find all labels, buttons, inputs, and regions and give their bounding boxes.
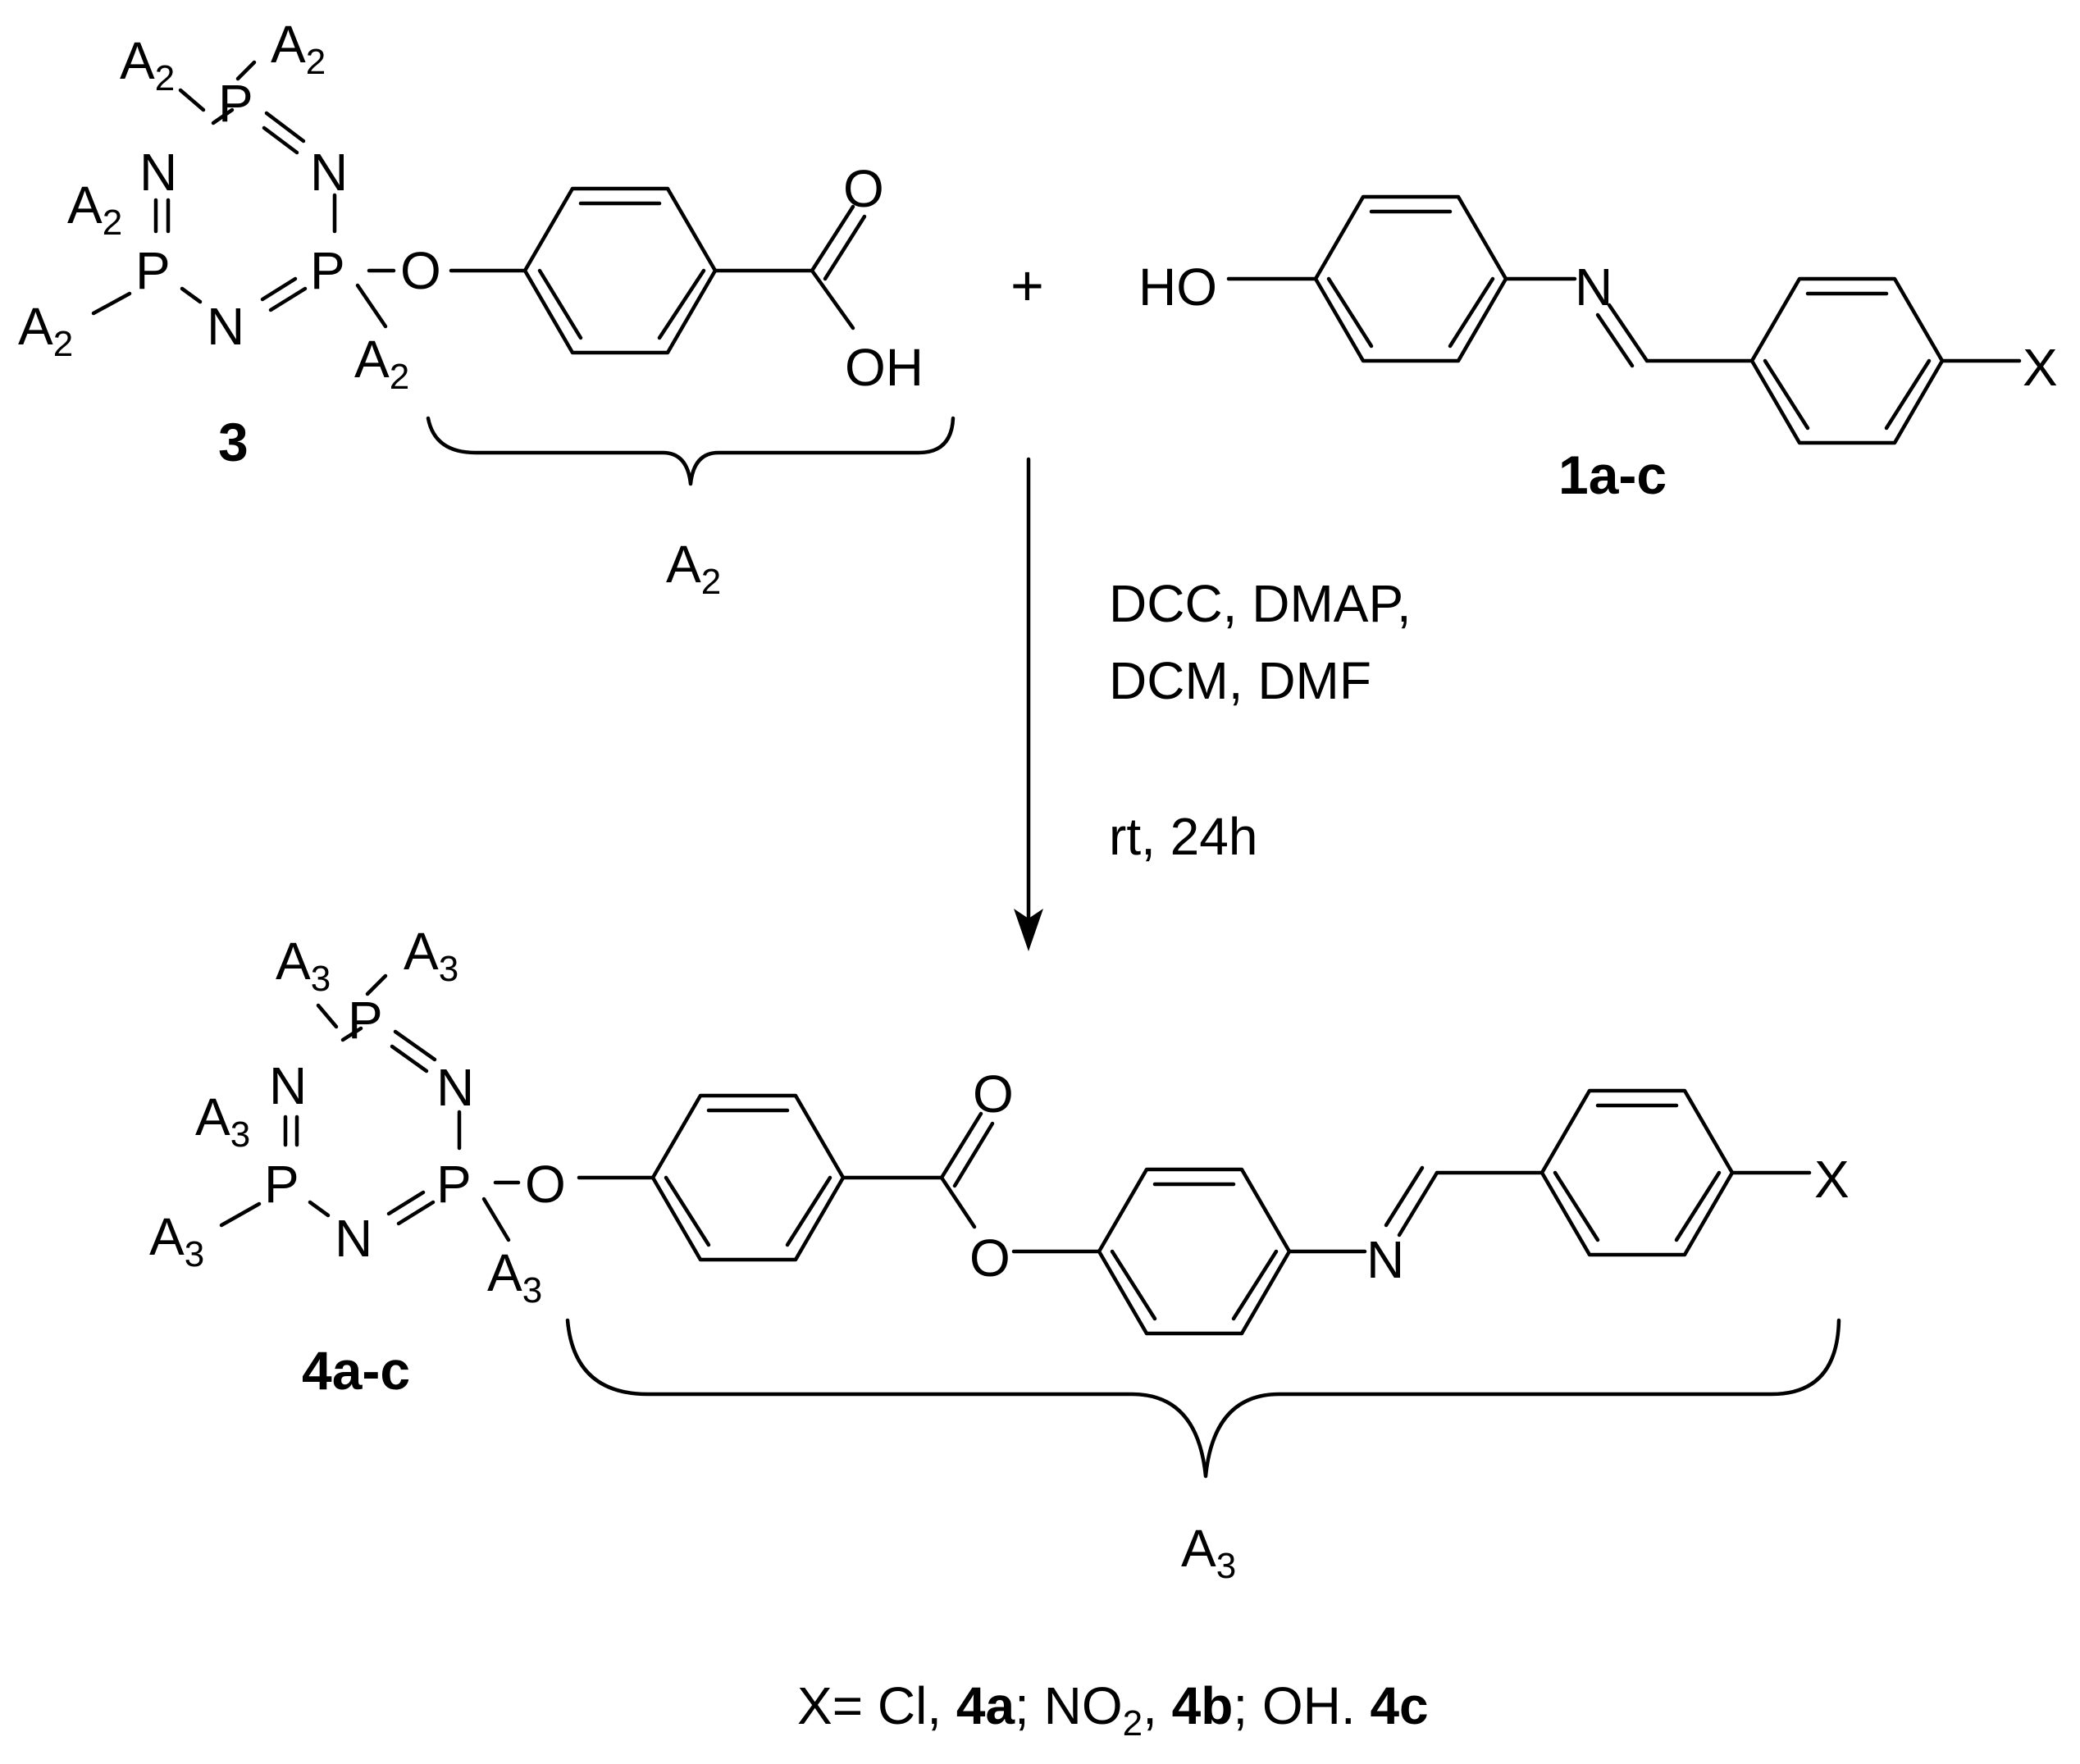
atom-o: O (400, 241, 441, 300)
conditions-time-temp: rt, 24h (1109, 807, 1257, 866)
compound-3-benzoic-acid: O OH (449, 159, 924, 397)
atom-x: X (1814, 1150, 1850, 1209)
atom-o: O (973, 1064, 1014, 1124)
conditions-reagents: DCC, DMAP, (1109, 574, 1412, 633)
conditions-solvents: DCM, DMF (1109, 651, 1371, 710)
svg-text:A3: A3 (1181, 1519, 1236, 1586)
compound-3-phosphazene-ring (91, 60, 396, 329)
compound-4-a3-substituents: A3 A3 A3 A3 A3 (149, 922, 542, 1310)
svg-text:A2: A2 (67, 175, 122, 243)
atom-n: N (436, 1058, 474, 1117)
atom-o: O (843, 159, 884, 218)
atom-x: X (2023, 338, 2058, 397)
svg-text:A3: A3 (487, 1243, 542, 1310)
svg-text:A2: A2 (18, 297, 73, 364)
compound-4-ring-atoms: P N P N P N O (264, 991, 566, 1268)
svg-text:A2: A2 (354, 330, 409, 397)
compound-label-3: 3 (218, 412, 249, 472)
reaction-conditions: DCC, DMAP, DCM, DMF rt, 24h (1109, 574, 1412, 866)
atom-n: N (269, 1056, 307, 1115)
svg-text:A2: A2 (666, 535, 721, 602)
plus-sign: + (1010, 253, 1044, 317)
compound-3-a2-substituents: A2 A2 A2 A2 A2 (18, 15, 409, 397)
svg-text:A2: A2 (271, 15, 326, 82)
atom-p: P (310, 241, 345, 300)
atom-n: N (335, 1209, 372, 1268)
atom-o: O (525, 1155, 566, 1214)
substituent-footnote: X= Cl, 4a; NO2, 4b; OH. 4c (797, 1676, 1429, 1743)
svg-text:A3: A3 (149, 1207, 204, 1274)
atom-o: O (969, 1228, 1010, 1288)
atom-n: N (310, 143, 348, 202)
brace-a2: A2 (426, 416, 956, 602)
svg-text:A2: A2 (120, 31, 175, 98)
atom-n: N (1366, 1230, 1404, 1289)
atom-n: N (139, 143, 177, 202)
compound-3-ring-atoms: P N P N P N O (135, 74, 441, 356)
svg-text:A3: A3 (276, 932, 331, 999)
atom-n: N (207, 297, 244, 356)
atom-p: P (264, 1155, 299, 1214)
compound-4-phosphazene-ring (219, 973, 521, 1242)
atom-ho: HO (1138, 258, 1217, 317)
svg-text:A3: A3 (404, 922, 458, 989)
atom-p: P (135, 241, 171, 300)
atom-oh: OH (845, 338, 924, 397)
brace-a3: A3 (565, 1318, 1841, 1586)
svg-text:A3: A3 (195, 1087, 250, 1155)
atom-p: P (436, 1155, 472, 1214)
atom-p: P (348, 991, 383, 1050)
compound-label-1a-c: 1a-c (1558, 444, 1667, 505)
atom-p: P (218, 74, 253, 133)
reaction-arrow (1014, 457, 1043, 951)
compound-4-mesogen-arm: O O N X (577, 1064, 1850, 1336)
compound-label-4a-c: 4a-c (302, 1340, 410, 1401)
compound-1-imine-phenol: HO N X (1138, 194, 2058, 445)
atom-n: N (1575, 258, 1612, 317)
